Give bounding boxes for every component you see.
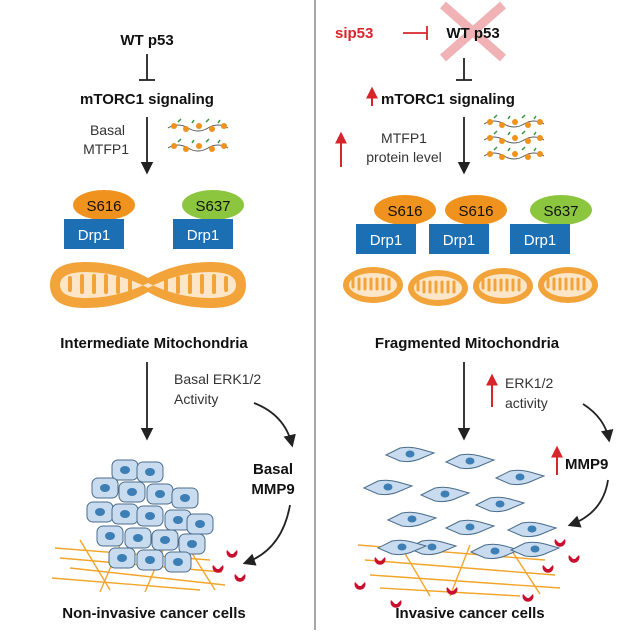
s637-phospho-site	[182, 190, 244, 220]
s616-phospho-site	[445, 195, 507, 225]
left-outcome-label: Non-invasive cancer cells	[62, 605, 245, 622]
left-curved-arrow-to-mmp9	[253, 402, 296, 448]
left-mtfp1-label-line1: Basal	[90, 122, 125, 138]
right-drp1-s616-complex: S616 Drp1	[429, 195, 507, 254]
sip53-inhibition-mark	[403, 26, 428, 40]
right-mtfp1-icon	[483, 114, 545, 161]
s616-phospho-site	[73, 190, 135, 220]
drp1-block	[356, 224, 416, 254]
right-drp1-s616-complex: S616 Drp1	[356, 195, 436, 254]
s616-label: S616	[387, 203, 422, 220]
right-erk-label-line2: activity	[505, 395, 548, 411]
right-erk-label-line1: ERK1/2	[505, 375, 553, 391]
left-mmp9-label-line1: Basal	[253, 461, 293, 478]
s637-label: S637	[543, 203, 578, 220]
right-panel: sip53 WT p53 mTORC1 signaling MTFP1 prot…	[335, 1, 614, 622]
s616-phospho-site	[374, 195, 436, 225]
fragmented-mitochondria-icons	[341, 265, 600, 308]
left-mtfp1-label-line2: MTFP1	[83, 141, 129, 157]
left-curved-arrow-to-ecm	[242, 504, 291, 566]
drp1-label: Drp1	[370, 232, 403, 249]
left-mtfp1-icon	[167, 118, 229, 153]
left-drp1-s616-complex: S616 Drp1	[64, 190, 135, 249]
drp1-label: Drp1	[187, 227, 220, 244]
right-curved-arrow-to-mmp9	[582, 403, 614, 443]
s616-label: S616	[86, 198, 121, 215]
right-mtfp1-label-line1: MTFP1	[381, 130, 427, 146]
drp1-block	[173, 219, 233, 249]
right-mtfp1-label-line2: protein level	[366, 149, 442, 165]
right-mmp9-label: MMP9	[565, 456, 608, 473]
left-panel: WT p53 mTORC1 signaling Basal MTFP1 S616…	[50, 32, 296, 622]
right-curved-arrow-to-ecm	[567, 479, 609, 528]
right-drp1-s637-complex: S637 Drp1	[510, 195, 592, 254]
drp1-block	[429, 224, 489, 254]
right-outcome-label: Invasive cancer cells	[395, 605, 544, 622]
left-wt-p53-label: WT p53	[120, 32, 173, 49]
left-erk-label-line1: Basal ERK1/2	[174, 371, 261, 387]
s637-label: S637	[195, 198, 230, 215]
sip53-label: sip53	[335, 25, 373, 42]
drp1-block	[510, 224, 570, 254]
drp1-block	[64, 219, 124, 249]
right-wt-p53-label: WT p53	[446, 25, 499, 42]
left-mito-state-label: Intermediate Mitochondria	[60, 335, 248, 352]
drp1-label: Drp1	[78, 227, 111, 244]
knockdown-x-icon	[440, 1, 506, 62]
left-mmp9-label-line2: MMP9	[251, 481, 294, 498]
invasive-cells	[363, 446, 560, 560]
left-drp1-s637-complex: S637 Drp1	[173, 190, 244, 249]
left-inhibition-arrow	[139, 54, 155, 81]
s637-phospho-site	[530, 195, 592, 225]
s616-label: S616	[458, 203, 493, 220]
left-mtorc1-label: mTORC1 signaling	[80, 91, 214, 108]
intermediate-mitochondrion-icon	[50, 262, 246, 308]
right-mito-state-label: Fragmented Mitochondria	[375, 335, 560, 352]
left-erk-label-line2: Activity	[174, 391, 218, 407]
left-mmp9-molecules	[212, 550, 246, 582]
drp1-label: Drp1	[524, 232, 557, 249]
non-invasive-cell-cluster	[86, 459, 214, 573]
right-inhibition-arrow	[456, 58, 472, 81]
right-mtorc1-label: mTORC1 signaling	[381, 91, 515, 108]
drp1-label: Drp1	[443, 232, 476, 249]
